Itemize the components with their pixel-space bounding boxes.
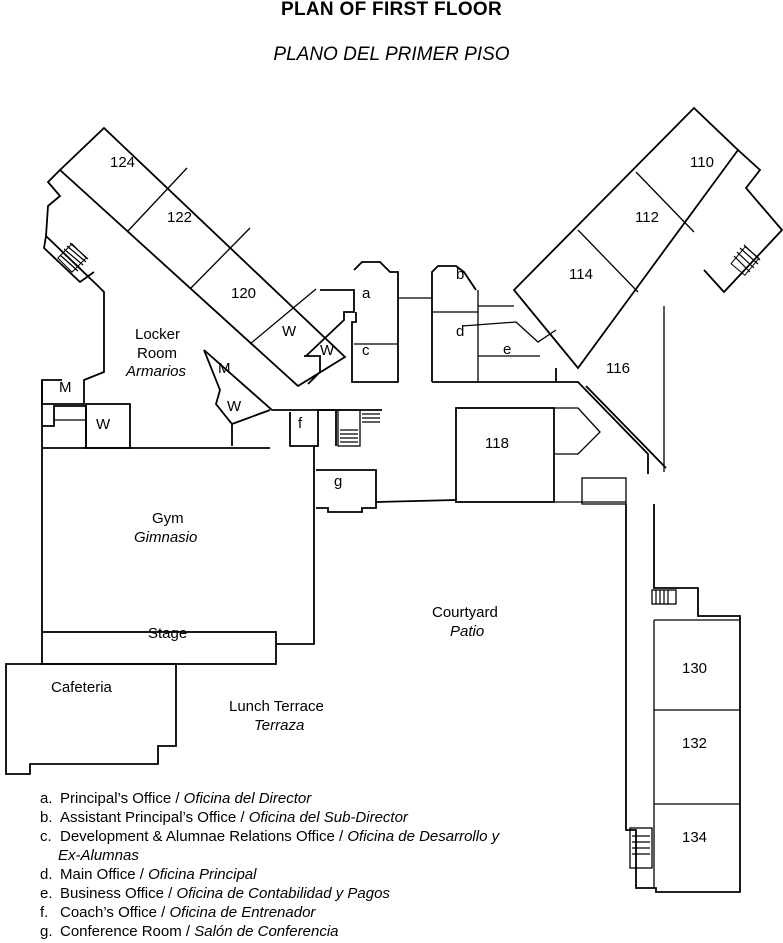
washroom-label: W <box>96 416 111 433</box>
courtyard-es-label: Patio <box>450 623 484 640</box>
room-f-label: f <box>298 415 303 432</box>
legend-item: d.Main Office / Oficina Principal <box>40 866 257 883</box>
room-d-label: d <box>456 323 464 340</box>
central-offices <box>351 261 557 383</box>
legend-item: c.Development & Alumnae Relations Office… <box>40 828 500 845</box>
washroom-label: W <box>320 342 335 359</box>
locker-room-es-label: Armarios <box>125 363 187 380</box>
lunch-terrace-label: Lunch Terrace <box>229 698 324 715</box>
legend-item: g.Conference Room / Salón de Conferencia <box>40 923 339 940</box>
legend-item: b.Assistant Principal’s Office / Oficina… <box>40 809 408 826</box>
gym-label: Gym <box>152 510 184 527</box>
locker-area <box>41 289 355 449</box>
room-118-block <box>455 407 627 505</box>
legend: a.Principal’s Office / Oficina del Direc… <box>40 789 499 941</box>
room-112-label: 112 <box>635 209 659 226</box>
washroom-label: W <box>282 323 297 340</box>
west-wing <box>41 126 382 446</box>
gym-block <box>41 426 457 645</box>
south-stair-hatch <box>655 590 669 604</box>
room-b-label: b <box>456 266 464 283</box>
locker-room-label: Locker <box>135 326 180 343</box>
room-122-label: 122 <box>167 209 192 226</box>
room-124-label: 124 <box>110 154 135 171</box>
room-110-label: 110 <box>690 154 714 171</box>
room-g-label: g <box>334 473 342 490</box>
courtyard-label: Courtyard <box>432 604 498 621</box>
room-120-label: 120 <box>231 285 256 302</box>
room-132-label: 132 <box>682 735 707 752</box>
plan-title: PLAN OF FIRST FLOOR <box>280 0 503 20</box>
room-114-label: 114 <box>569 266 593 283</box>
legend-item: e.Business Office / Oficina de Contabili… <box>40 885 390 902</box>
east-wing <box>512 106 783 474</box>
center-stair <box>337 409 380 447</box>
room-e-label: e <box>503 341 511 358</box>
mens-room-label: M <box>218 360 231 377</box>
stage-label: Stage <box>148 625 187 642</box>
room-118-label: 118 <box>485 435 509 452</box>
locker-room-label: Room <box>137 345 177 362</box>
legend-item: a.Principal’s Office / Oficina del Direc… <box>40 790 312 807</box>
south-east-wing <box>625 504 741 893</box>
lunch-terrace-es-label: Terraza <box>254 717 304 734</box>
stage-cafeteria <box>5 631 277 775</box>
room-a-label: a <box>362 285 371 302</box>
gym-es-label: Gimnasio <box>134 529 197 546</box>
legend-item: f.Coach’s Office / Oficina de Entrenador <box>40 904 316 921</box>
mens-room-label: M <box>59 379 72 396</box>
legend-item-continuation: Ex-Alumnas <box>58 847 139 864</box>
west-stair-hatch <box>59 242 89 272</box>
plan-subtitle: PLANO DEL PRIMER PISO <box>273 44 510 65</box>
room-116-label: 116 <box>606 360 630 377</box>
room-130-label: 130 <box>682 660 707 677</box>
room-labels: 124 122 120 110 112 114 116 118 130 132 … <box>51 154 714 846</box>
east-stair-hatch <box>733 244 761 273</box>
room-134-label: 134 <box>682 829 707 846</box>
cafeteria-label: Cafeteria <box>51 679 113 696</box>
room-c-label: c <box>362 342 370 359</box>
washroom-label: W <box>227 398 242 415</box>
